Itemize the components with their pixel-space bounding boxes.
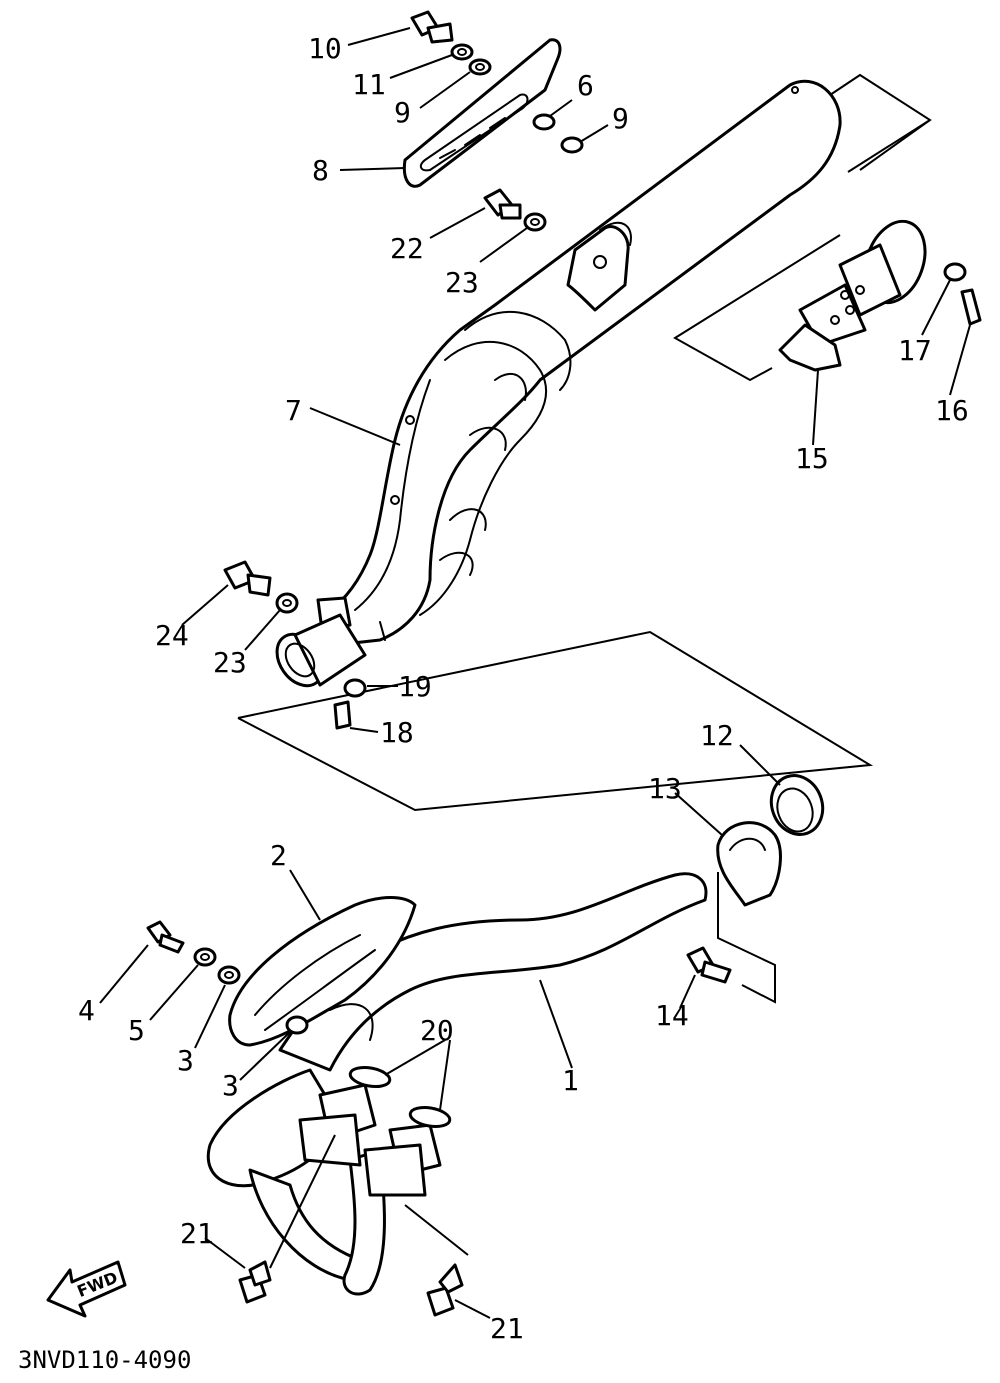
callout-16: 16 xyxy=(935,394,969,427)
muffler-assembly xyxy=(275,79,842,688)
drawing-code: 3NVD110-4090 xyxy=(18,1346,191,1374)
callout-14: 14 xyxy=(655,999,689,1032)
exhaust-pipe xyxy=(206,872,708,1296)
callout-2: 2 xyxy=(270,839,287,872)
callout-3a: 3 xyxy=(177,1044,194,1077)
callout-8: 8 xyxy=(312,154,329,187)
callout-15: 15 xyxy=(795,442,829,475)
callout-24: 24 xyxy=(155,619,189,652)
silencer-insert xyxy=(778,219,982,372)
lower-hardware xyxy=(146,920,732,1317)
callout-1: 1 xyxy=(562,1064,579,1097)
callout-18: 18 xyxy=(380,716,414,749)
callout-20: 20 xyxy=(420,1014,454,1047)
forward-direction-arrow-icon: FWD xyxy=(46,1260,127,1318)
callout-19: 19 xyxy=(398,670,432,703)
callout-11: 11 xyxy=(352,68,386,101)
callout-13: 13 xyxy=(648,772,682,805)
callout-22: 22 xyxy=(390,232,424,265)
heat-protector-lower xyxy=(228,896,417,1047)
callout-17: 17 xyxy=(898,334,932,367)
callout-23b: 23 xyxy=(213,646,247,679)
callout-21a: 21 xyxy=(180,1217,214,1250)
callout-4: 4 xyxy=(78,994,95,1027)
upper-hardware xyxy=(410,10,584,232)
callout-10: 10 xyxy=(308,32,342,65)
callout-3b: 3 xyxy=(222,1069,239,1102)
callout-9a: 9 xyxy=(394,96,411,129)
callout-5: 5 xyxy=(128,1014,145,1047)
pipe-joint xyxy=(716,774,825,907)
group-frame-lines xyxy=(237,73,932,1004)
callout-6: 6 xyxy=(577,69,594,102)
leader-lines xyxy=(99,27,971,1319)
heat-protector-upper xyxy=(402,38,562,188)
callout-7: 7 xyxy=(285,394,302,427)
callout-23a: 23 xyxy=(445,266,479,299)
callout-labels: 10 11 9 8 6 9 22 23 7 17 16 15 24 23 19 … xyxy=(78,32,969,1345)
callout-21b: 21 xyxy=(490,1312,524,1345)
callout-12: 12 xyxy=(700,719,734,752)
mid-hardware xyxy=(223,560,367,730)
callout-9b: 9 xyxy=(612,102,629,135)
